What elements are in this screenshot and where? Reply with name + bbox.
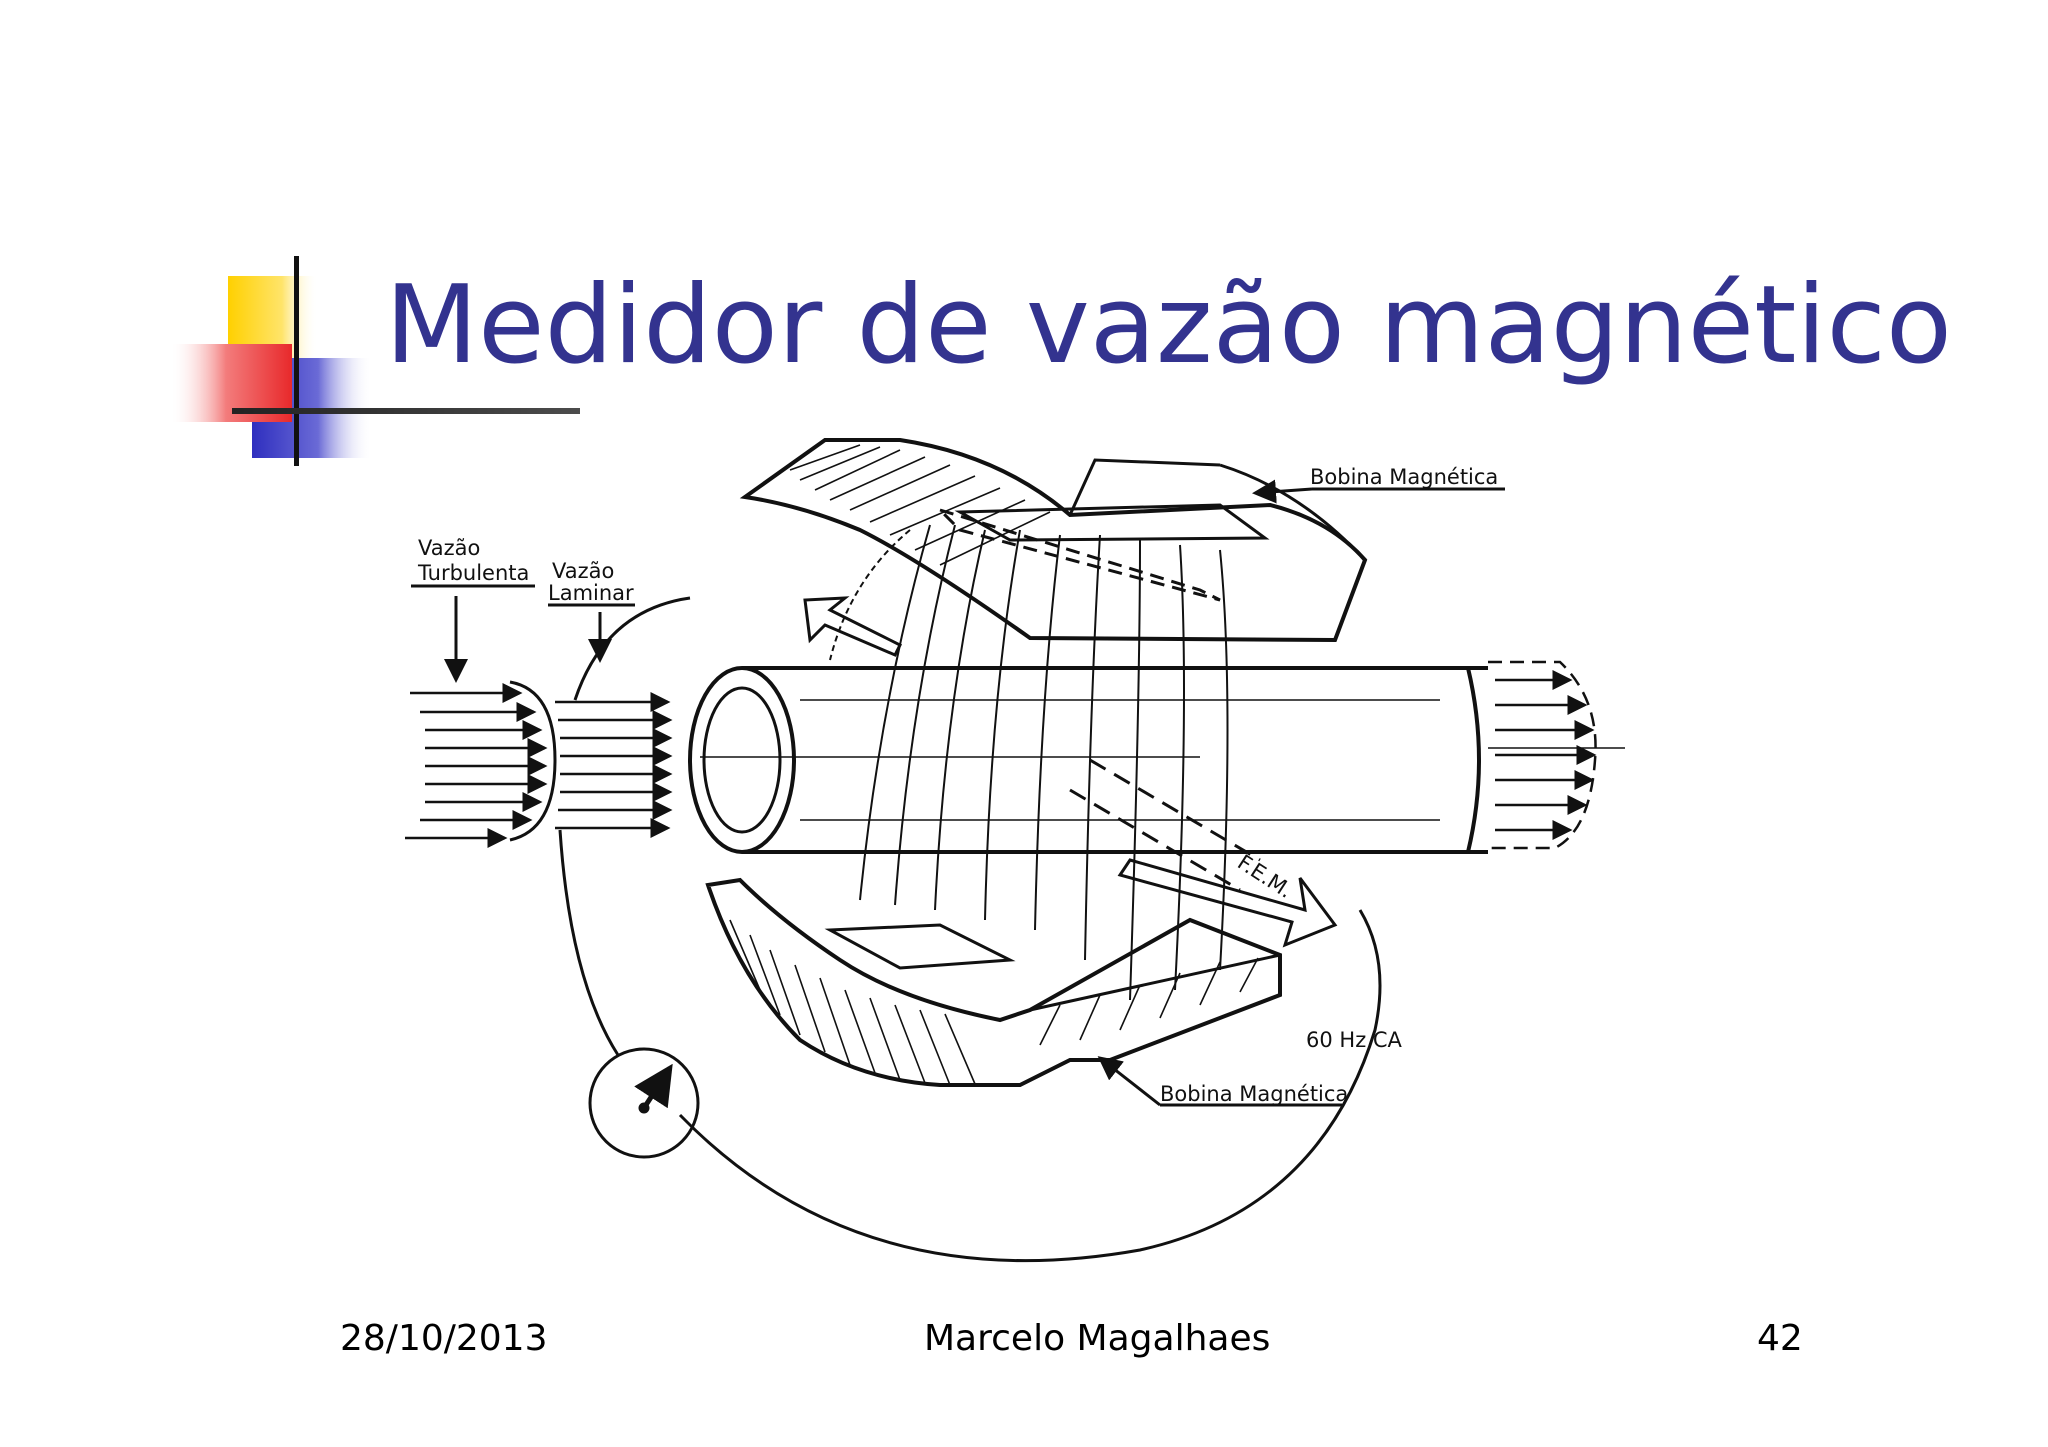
lower-magnetic-coil (705, 877, 1282, 1087)
label-emf: F.E.M. (1233, 850, 1296, 903)
label-laminar-flow-line1: Vazão (552, 559, 614, 583)
label-coil-top: Bobina Magnética (1310, 465, 1498, 489)
label-turbulent-flow-line2: Turbulenta (417, 561, 529, 585)
upper-magnetic-coil (739, 438, 1368, 643)
title-accent-graphic (172, 256, 580, 466)
outlet-flow-arrows (1488, 660, 1597, 850)
emf-dashed-lines (1069, 758, 1261, 892)
footer-date: 28/10/2013 (340, 1318, 548, 1359)
label-power-supply: 60 Hz CA (1306, 1028, 1403, 1052)
emf-arrow (1117, 858, 1338, 948)
footer-page-number: 42 (1757, 1318, 1803, 1359)
field-direction-arrow (803, 596, 903, 657)
laminar-flow-arrows (555, 692, 673, 838)
label-coil-bottom: Bobina Magnética (1160, 1082, 1348, 1106)
signal-circuit-loop (558, 596, 1382, 1263)
upper-coil-hatching (789, 444, 1051, 566)
turbulent-velocity-profile (509, 680, 557, 842)
footer-author: Marcelo Magalhaes (924, 1318, 1271, 1359)
flow-pipe (688, 666, 1625, 854)
field-region-dashed-box (938, 508, 1221, 602)
slide-title: Medidor de vazão magnético (385, 263, 1952, 388)
label-turbulent-flow-line1: Vazão (418, 536, 480, 560)
label-laminar-flow-line2: Laminar (548, 581, 634, 605)
turbulent-flow-arrows (405, 683, 548, 848)
lower-coil-hatching (729, 919, 1259, 1086)
voltmeter-gauge (588, 1047, 700, 1159)
